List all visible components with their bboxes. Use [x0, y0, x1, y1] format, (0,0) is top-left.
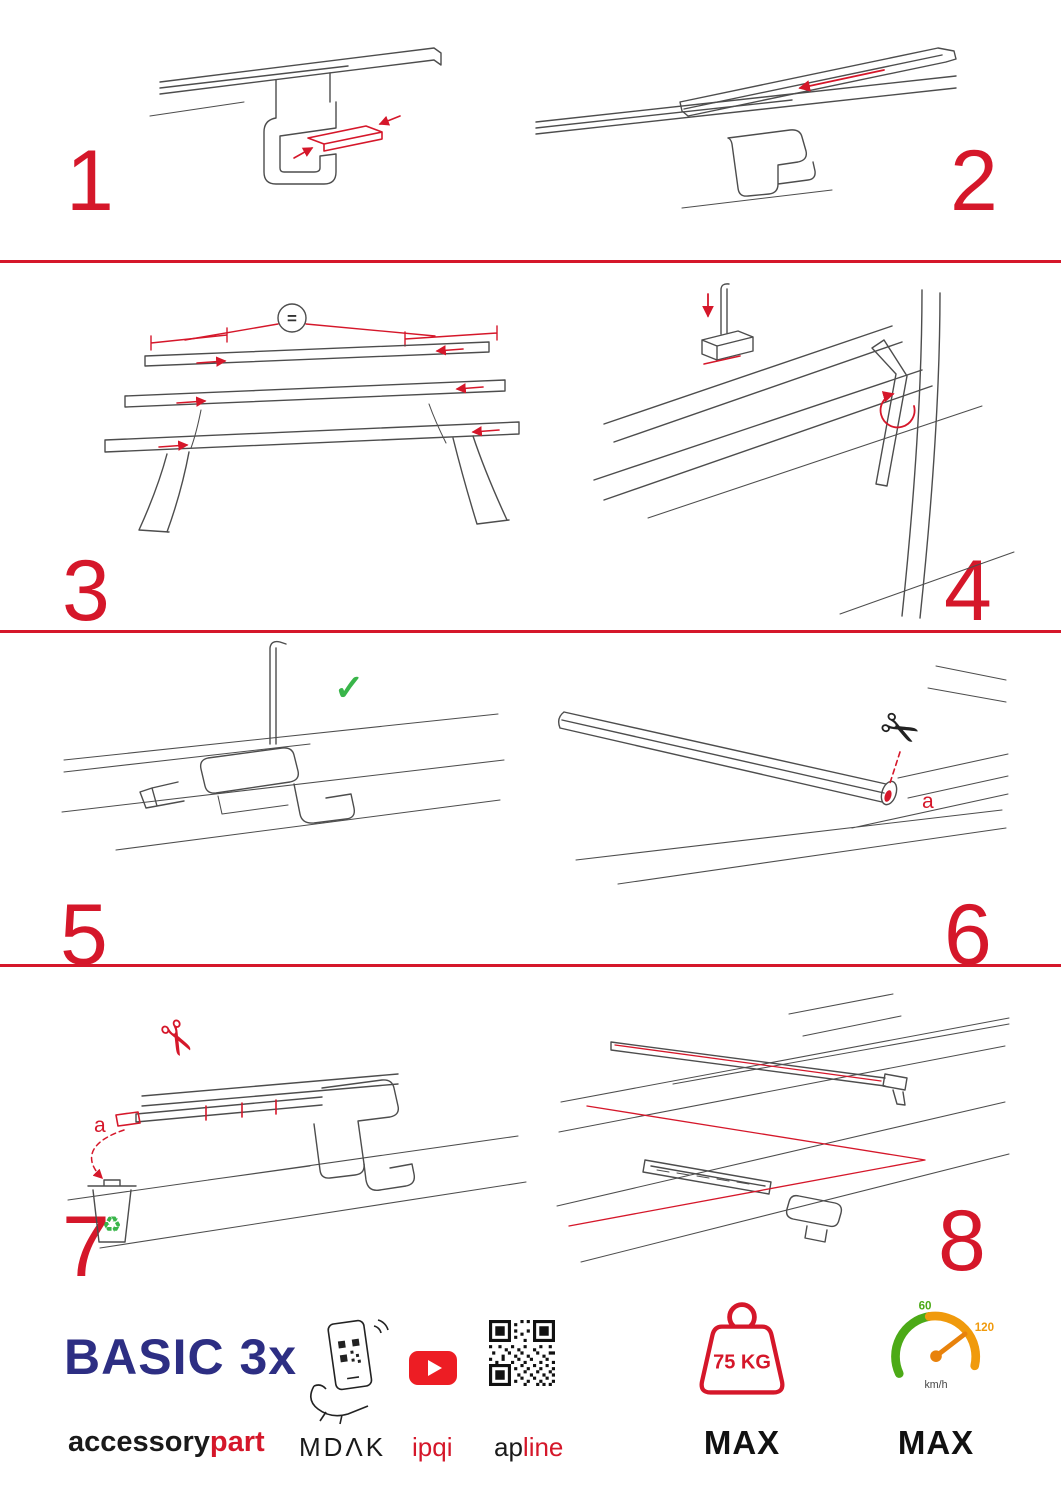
step-6-illustration: ✂ a [556, 656, 1012, 904]
cut-label-a: a [922, 790, 934, 813]
brand-wordmark-red: part [209, 1426, 265, 1458]
step-1-number: 1 [66, 133, 114, 229]
step-7-number: 7 [62, 1199, 110, 1295]
step-5-number: 5 [60, 887, 108, 983]
section-divider [0, 630, 1061, 633]
step-8-number: 8 [938, 1193, 986, 1289]
partner-mdak: MDΛK [299, 1432, 387, 1462]
speed-max-value: 120 [975, 1321, 994, 1334]
max-load-label: MAX [703, 1424, 781, 1461]
step-6-number: 6 [944, 887, 992, 983]
brand-wordmark-black: accessory [68, 1426, 210, 1458]
speedometer-icon: 60 120 km/h [876, 1296, 996, 1395]
step-2-number: 2 [950, 133, 998, 229]
step-4-illustration [590, 276, 1022, 626]
step-8-illustration [553, 984, 1019, 1272]
scissors-icon: ✂ [144, 1009, 208, 1067]
section-divider [0, 964, 1061, 967]
speed-min-label: 60 [919, 1300, 932, 1313]
product-name: BASIC 3x [64, 1329, 298, 1385]
equal-spacing-label: = [287, 309, 297, 328]
partner-ipqi: ipqi [412, 1432, 453, 1462]
step-1-illustration [148, 32, 448, 244]
play-icon [427, 1360, 442, 1376]
partner-apline-red: line [522, 1432, 564, 1462]
weight-icon: 75 KG [680, 1296, 804, 1403]
partner-apline: apline [494, 1432, 563, 1463]
step-7-illustration: ✂ a ♻ [58, 984, 534, 1262]
recycle-icon: ♻ [102, 1212, 122, 1237]
checkmark-icon: ✓ [334, 667, 364, 708]
speed-unit-label: km/h [924, 1379, 947, 1391]
step-2-illustration [532, 26, 964, 236]
brand-wordmark: accessorypart [68, 1426, 265, 1459]
step-3-illustration: = [55, 280, 535, 542]
step-5-illustration: ✓ [58, 638, 510, 900]
youtube-icon [409, 1351, 457, 1385]
qr-code [489, 1320, 555, 1386]
partner-apline-black: ap [494, 1432, 523, 1462]
section-divider [0, 260, 1061, 263]
phone-qr-icon [298, 1316, 393, 1425]
cut-label-a: a [94, 1114, 106, 1137]
trash-icon: ♻ [87, 1179, 137, 1243]
speed-max-label: MAX [897, 1424, 975, 1461]
step-3-number: 3 [62, 543, 110, 639]
max-load-value: 75 KG [713, 1352, 771, 1374]
